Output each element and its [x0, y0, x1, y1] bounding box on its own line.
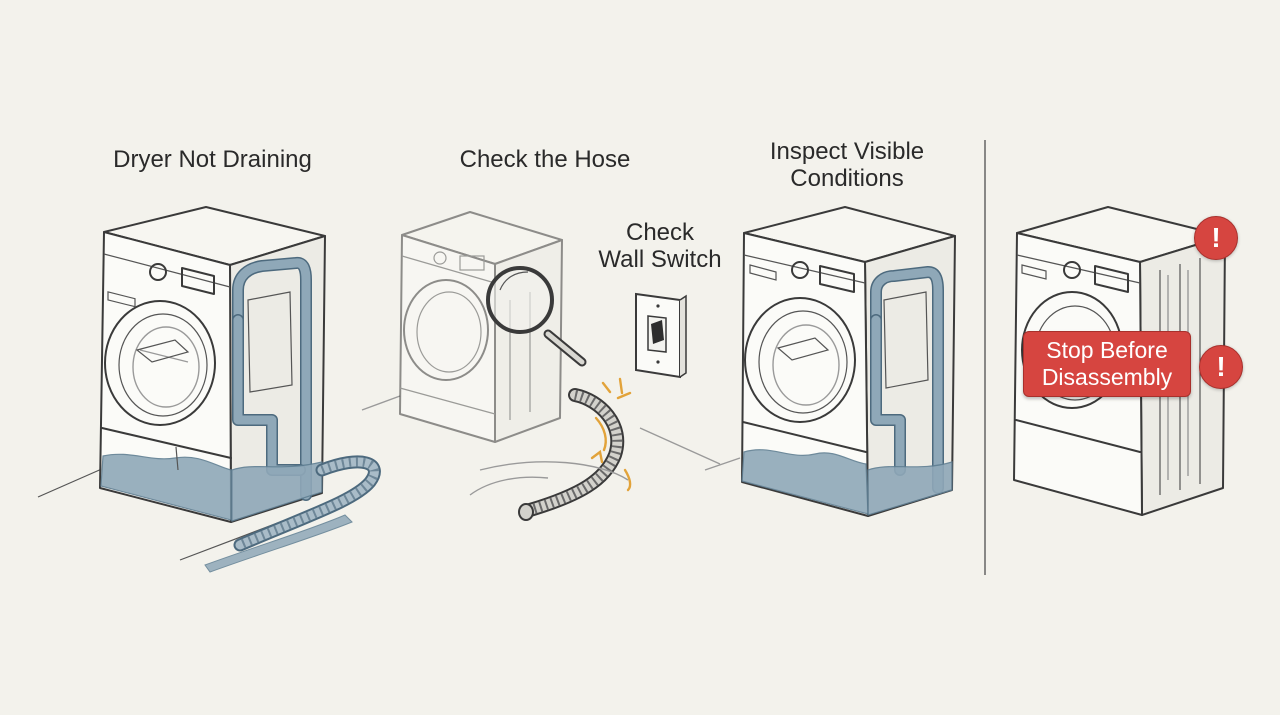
title-check-wall-switch-line1: Check	[625, 219, 695, 246]
warning-line1: Stop Before	[1046, 337, 1168, 363]
title-dryer-not-draining-text: Dryer Not Draining	[113, 146, 312, 173]
title-check-wall-switch-line2: Wall Switch	[598, 246, 722, 273]
title-check-hose: Check the Hose	[440, 146, 650, 173]
title-inspect-conditions-line1: Inspect Visible	[769, 138, 925, 165]
wall-switch-icon	[635, 292, 687, 379]
title-inspect-conditions: Inspect Visible Conditions	[752, 138, 942, 192]
alert-icon: !	[1199, 345, 1243, 389]
stop-before-disassembly-warning: Stop Before Disassembly	[1023, 331, 1191, 397]
inspect-conditions-illustration	[704, 206, 956, 517]
title-check-wall-switch: Check Wall Switch	[585, 219, 735, 273]
title-dryer-not-draining: Dryer Not Draining	[95, 146, 330, 173]
warning-line2: Disassembly	[1041, 364, 1173, 390]
check-hose-illustration	[361, 211, 721, 521]
alert-icon: !	[1194, 216, 1238, 260]
title-inspect-conditions-line2: Conditions	[790, 165, 904, 192]
title-check-hose-text: Check the Hose	[459, 146, 631, 173]
magnifier-icon	[486, 266, 587, 367]
dryer-not-draining-illustration	[37, 206, 381, 573]
